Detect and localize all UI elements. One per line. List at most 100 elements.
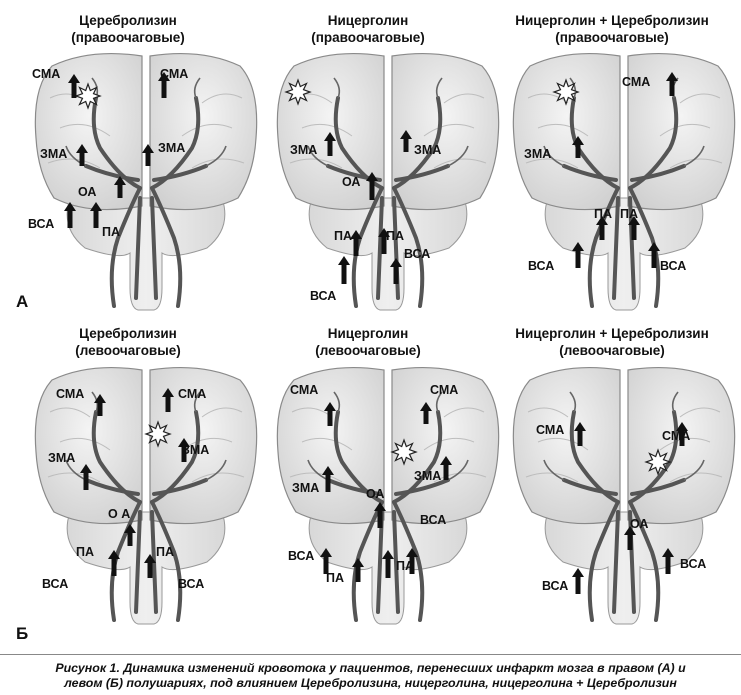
flow-arrow-icon-head — [158, 72, 170, 81]
left-hemisphere — [512, 52, 621, 211]
flow-arrow-icon-head — [676, 422, 688, 431]
gyrus-line-4 — [659, 123, 711, 137]
caption-line-1: Рисунок 1. Динамика изменений кровотока … — [55, 661, 686, 675]
vessel-label: СМА — [32, 67, 60, 81]
vessel-2 — [612, 196, 620, 300]
gyrus-line-4 — [423, 123, 475, 137]
vessel-0 — [109, 500, 142, 622]
infarct-focus-icon — [144, 420, 172, 448]
vessel-3 — [392, 510, 400, 614]
flow-arrow-icon-head — [574, 422, 586, 431]
branch-0 — [333, 77, 341, 99]
flow-arrow-icon-head — [352, 558, 364, 567]
branch-1 — [435, 391, 443, 413]
vessel-label: ПА — [620, 207, 638, 221]
flow-arrow-icon-head — [80, 464, 92, 473]
vessel-6 — [326, 478, 382, 496]
branch-3 — [683, 145, 705, 167]
row-letter-a: А — [16, 292, 29, 311]
panel-6-title-drug: Ницерголин + Церебролизин — [515, 326, 709, 341]
flow-arrow-icon-head — [108, 550, 120, 559]
vessel-label: ВСА — [28, 217, 54, 231]
flow-arrow-icon-head — [124, 524, 136, 533]
vessel-2 — [376, 510, 384, 614]
flow-arrow-icon-head — [378, 228, 390, 237]
panel-5-title-drug: Ницерголин — [327, 326, 409, 341]
vessel-6 — [84, 164, 140, 182]
gyrus-line-4 — [659, 437, 711, 451]
gyrus-line-1 — [59, 437, 111, 451]
vessel-label: ПА — [386, 229, 404, 243]
flow-arrow-icon-head — [68, 74, 80, 83]
vessel-label: ЗМА — [48, 451, 75, 465]
panel-2-title-drug: Ницерголин — [327, 13, 409, 28]
vessel-7 — [152, 478, 208, 496]
flow-arrow-icon-head — [324, 132, 336, 141]
infarct-focus-icon — [284, 78, 312, 106]
flow-arrow-icon-head — [94, 394, 106, 403]
vessel-label: ВСА — [404, 247, 430, 261]
vessel-label: ВСА — [42, 577, 68, 591]
gyrus-line-1 — [537, 123, 589, 137]
vessel-1 — [628, 500, 661, 622]
vessel-0 — [351, 500, 384, 622]
vessel-label: СМА — [662, 429, 690, 443]
gyrus-line-1 — [301, 123, 353, 137]
panel-3-title: Ницерголин + Церебролизин (правоочаговые… — [492, 12, 732, 46]
vessel-label: ПА — [156, 545, 174, 559]
panel-5-title: Ницерголин (левоочаговые) — [262, 325, 474, 359]
vessel-7 — [630, 164, 686, 182]
vessel-2 — [134, 510, 142, 614]
caption-divider — [0, 654, 741, 655]
gyrus-line-4 — [181, 123, 233, 137]
branch-3 — [447, 459, 469, 481]
vessel-label: СМА — [56, 387, 84, 401]
gyrus-line-1 — [537, 437, 589, 451]
vessel-label: ВСА — [420, 513, 446, 527]
panel-2-title: Ницерголин (правоочаговые) — [262, 12, 474, 46]
vessel-label: ВСА — [178, 577, 204, 591]
branch-3 — [683, 459, 705, 481]
vessel-label: ЗМА — [158, 141, 185, 155]
vessel-label: О А — [108, 507, 130, 521]
infarct-focus-icon — [74, 82, 102, 110]
flow-arrow-icon-head — [144, 554, 156, 563]
vessel-label: СМА — [430, 383, 458, 397]
vessel-7 — [394, 478, 450, 496]
vessel-label: СМА — [178, 387, 206, 401]
flow-arrow-icon-head — [382, 550, 394, 559]
flow-arrow-icon-head — [666, 72, 678, 81]
branch-3 — [205, 145, 227, 167]
flow-arrow-icon-head — [628, 216, 640, 225]
branch-1 — [193, 77, 201, 99]
right-hemisphere — [391, 52, 500, 211]
panel-6-title-side: (левоочаговые) — [559, 343, 665, 358]
flow-arrow-icon-head — [624, 526, 636, 535]
branch-2 — [65, 459, 87, 481]
vessel-label: ЗМА — [182, 443, 209, 457]
gyrus-line-0 — [527, 407, 569, 418]
flow-arrow-icon-head — [662, 548, 674, 557]
brainstem-cerebellum — [66, 197, 226, 311]
flow-arrow-icon-head — [648, 242, 660, 251]
vessel-7 — [630, 478, 686, 496]
infarct-focus-icon — [390, 438, 418, 466]
gyrus-line-3 — [201, 407, 243, 418]
infarct-focus-icon — [644, 448, 672, 476]
figure-caption: Рисунок 1. Динамика изменений кровотока … — [0, 661, 741, 691]
branch-1 — [193, 391, 201, 413]
gyrus-line-3 — [201, 93, 243, 104]
vessel-1 — [628, 186, 661, 308]
flow-arrow-icon-head — [162, 388, 174, 397]
vessel-label: ВСА — [680, 557, 706, 571]
vessel-3 — [150, 196, 158, 300]
brainstem-cerebellum — [544, 511, 704, 625]
flow-arrow-icon-head — [572, 136, 584, 145]
flow-arrow-icon-head — [390, 258, 402, 267]
flow-arrow-icon-head — [324, 402, 336, 411]
vessel-label: ЗМА — [524, 147, 551, 161]
